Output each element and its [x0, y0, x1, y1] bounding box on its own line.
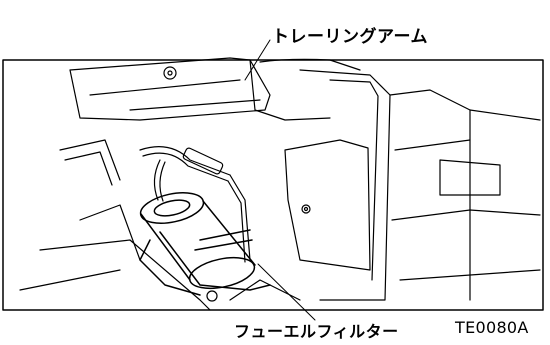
- leader-lines: [244, 39, 316, 321]
- label-fuel-filter: フューエルフィルター: [234, 322, 399, 341]
- figure-code: TE0080A: [455, 318, 529, 337]
- label-trailing-arm: トレーリングアーム: [272, 27, 428, 47]
- illustration-border: [2, 59, 544, 311]
- body-panel: [284, 69, 541, 301]
- leader-fuel-filter: [257, 263, 316, 321]
- fuel-filter: [139, 192, 271, 296]
- trailing-arm: [69, 57, 361, 121]
- fuel-lines: [59, 139, 251, 263]
- leader-trailing-arm: [244, 39, 271, 81]
- lower-structure: [19, 204, 301, 311]
